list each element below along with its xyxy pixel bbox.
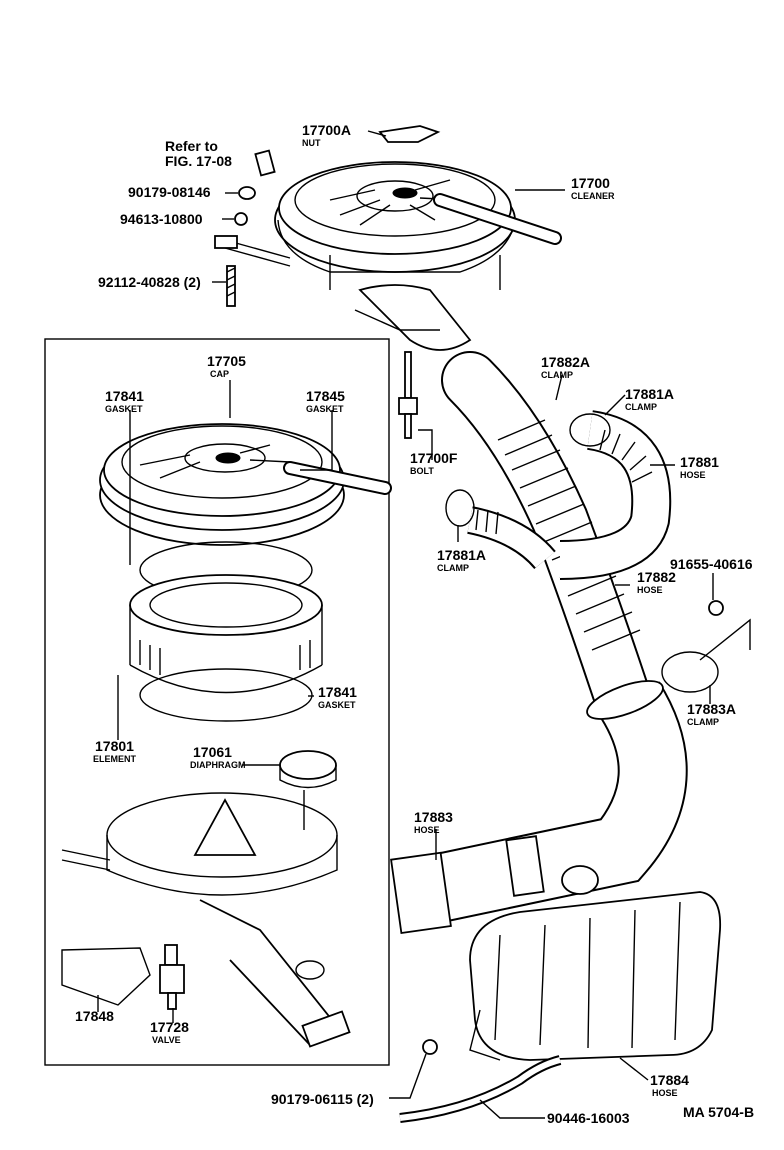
label-17845-name: GASKET (306, 404, 344, 414)
label-17841-bottom-name: GASKET (318, 700, 356, 710)
label-17700: 17700 (571, 175, 610, 191)
label-17881-name: HOSE (680, 470, 706, 480)
label-17881a-left: 17881A (437, 547, 486, 563)
label-17841-bottom: 17841 (318, 684, 357, 700)
element-17801-part (129, 574, 323, 694)
clamp-17881a-right-part (569, 413, 611, 447)
label-17848: 17848 (75, 1008, 114, 1024)
label-17700-name: CLEANER (571, 191, 615, 201)
nut-90179-08146-part (238, 186, 256, 200)
label-17801-name: ELEMENT (93, 754, 137, 764)
nut-91655-40616-part (708, 600, 724, 616)
label-91655-40616: 91655-40616 (670, 556, 753, 572)
label-17841-top-name: GASKET (105, 404, 143, 414)
bolt-17700f-part (398, 351, 418, 439)
label-17881a-right: 17881A (625, 386, 674, 402)
reference-code: MA 5704-B (683, 1104, 754, 1120)
label-17883: 17883 (414, 809, 453, 825)
label-17700f-name: BOLT (410, 466, 434, 476)
air-cleaner-assembly (214, 161, 562, 351)
label-90179-08146: 90179-08146 (128, 184, 211, 200)
label-17728-name: VALVE (152, 1035, 181, 1045)
part-labels: Refer to FIG. 17-08 90179-08146 94613-10… (75, 122, 754, 1126)
label-17845: 17845 (306, 388, 345, 404)
exploded-view-frame (44, 338, 390, 1066)
label-17882-name: HOSE (637, 585, 663, 595)
refer-label-line2: FIG. 17-08 (165, 153, 232, 169)
gasket-17848-part (61, 947, 151, 1006)
label-17705: 17705 (207, 353, 246, 369)
label-17728: 17728 (150, 1019, 189, 1035)
label-17881: 17881 (680, 454, 719, 470)
gasket-17841-bottom-part (139, 668, 313, 722)
label-17700a-name: NUT (302, 138, 321, 148)
nut-90179-06115-part (422, 1039, 438, 1055)
cap-17705-part (99, 423, 392, 546)
label-17883-name: HOSE (414, 825, 440, 835)
hose-17883-part (390, 680, 688, 934)
label-17882: 17882 (637, 569, 676, 585)
label-17705-name: CAP (210, 369, 229, 379)
air-cleaner-body-part (61, 792, 351, 1048)
washer-94613-10800-part (234, 212, 248, 226)
resonator-17884-part (469, 891, 722, 1061)
hose-17881-part (559, 410, 672, 580)
label-17061-name: DIAPHRAGM (190, 760, 246, 770)
clamp-17881a-left-part (445, 489, 475, 527)
hose-17881-left-part (467, 506, 556, 570)
label-17061: 17061 (193, 744, 232, 760)
label-90179-06115: 90179-06115 (2) (271, 1091, 374, 1107)
bracket-ref-part (254, 149, 276, 177)
clamp-17883a-part (661, 651, 719, 693)
label-90446-16003: 90446-16003 (547, 1110, 630, 1126)
label-17700a: 17700A (302, 122, 351, 138)
label-17884-name: HOSE (652, 1088, 678, 1098)
label-17881a-left-name: CLAMP (437, 563, 469, 573)
label-94613-10800: 94613-10800 (120, 211, 203, 227)
hose-17882-part (441, 351, 649, 719)
label-17882a-name: CLAMP (541, 370, 573, 380)
label-17881a-right-name: CLAMP (625, 402, 657, 412)
label-92112-40828: 92112-40828 (2) (98, 274, 201, 290)
label-17700f: 17700F (410, 450, 458, 466)
valve-17728-part (159, 944, 185, 1010)
leader-lines (97, 130, 714, 1119)
refer-label-line1: Refer to (165, 138, 218, 154)
nut-17700a-part (378, 125, 441, 143)
label-17883a: 17883A (687, 701, 736, 717)
label-17882a: 17882A (541, 354, 590, 370)
label-17841-top: 17841 (105, 388, 144, 404)
label-17884: 17884 (650, 1072, 689, 1088)
label-17801: 17801 (95, 738, 134, 754)
label-17883a-name: CLAMP (687, 717, 719, 727)
